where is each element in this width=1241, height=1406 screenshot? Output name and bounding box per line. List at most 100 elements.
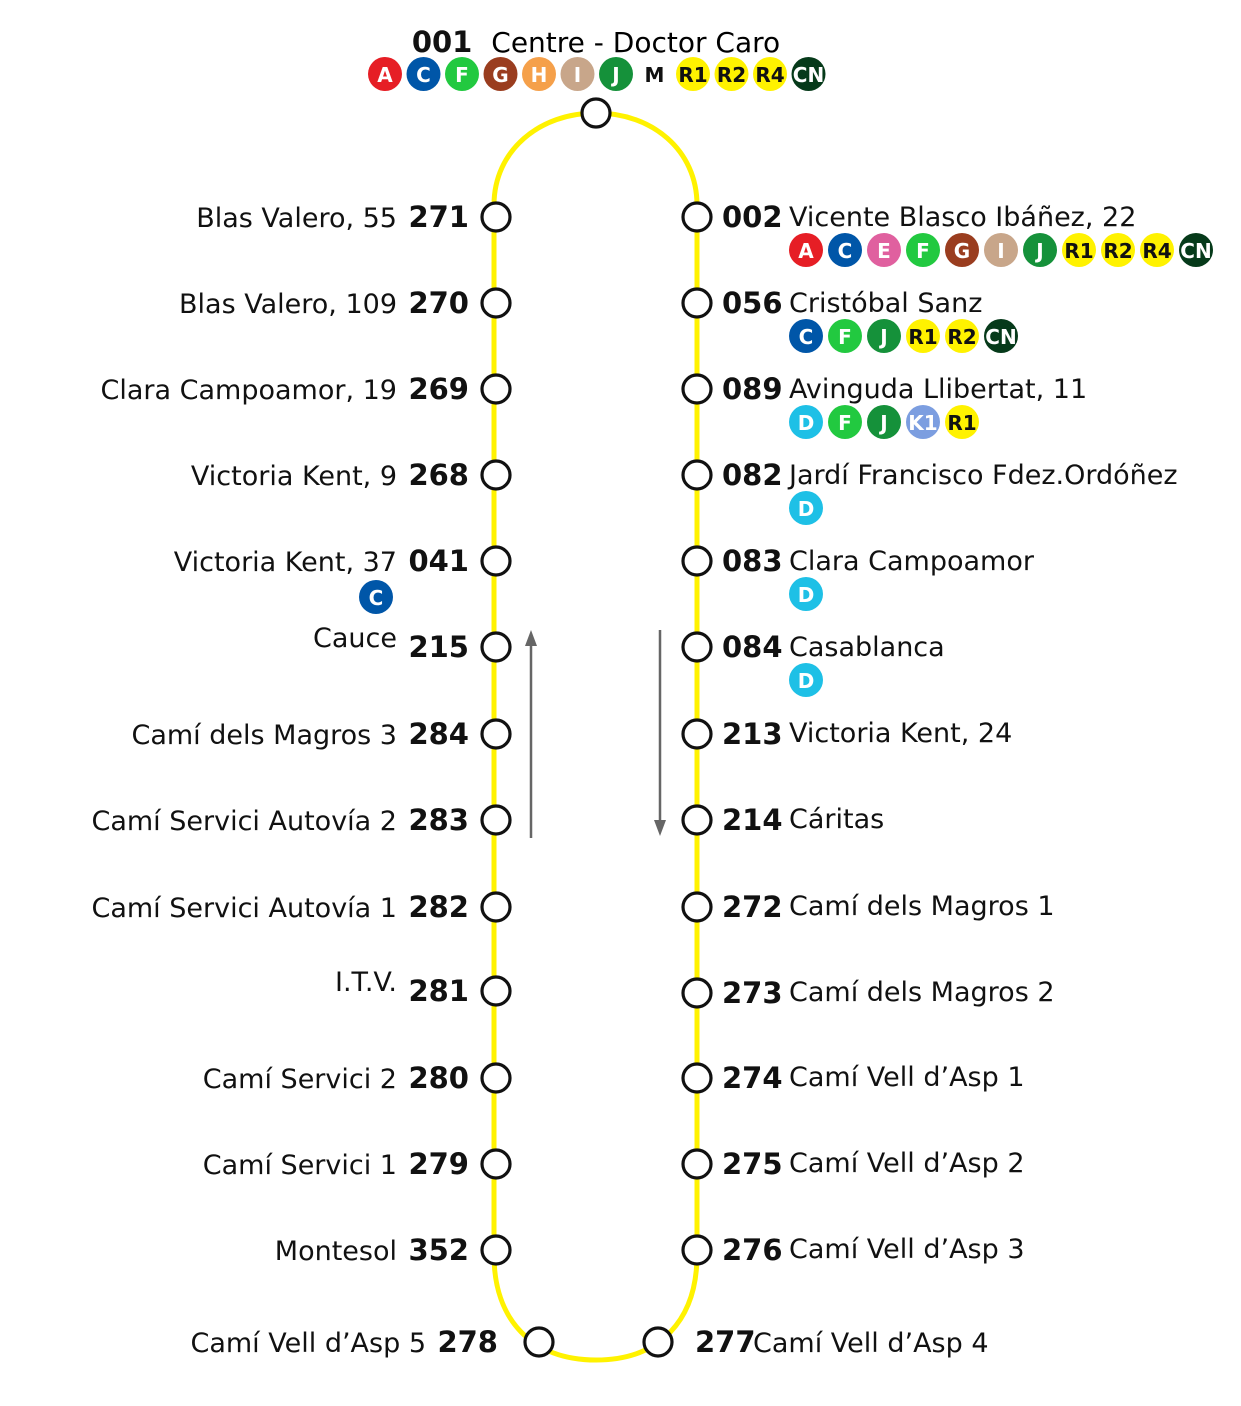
stop-circle[interactable] — [480, 891, 512, 923]
line-badge-r2[interactable]: R2 — [945, 319, 979, 353]
stop-circle[interactable] — [681, 287, 713, 319]
line-badge-j[interactable]: J — [867, 319, 901, 353]
line-badge-r4[interactable]: R4 — [753, 57, 787, 91]
line-badge-f[interactable]: F — [445, 57, 479, 91]
line-badge-g[interactable]: G — [945, 233, 979, 267]
stop-circle[interactable] — [681, 1062, 713, 1094]
stop-circle[interactable] — [480, 1234, 512, 1266]
line-badge-circle — [945, 319, 979, 353]
stop-circle[interactable] — [681, 977, 713, 1009]
line-badge-cn[interactable]: CN — [1179, 233, 1213, 267]
line-badge-k1[interactable]: K1 — [906, 405, 940, 439]
line-badge-cn[interactable]: CN — [791, 57, 826, 91]
line-badge-e[interactable]: E — [867, 233, 901, 267]
line-badge-j[interactable]: J — [599, 57, 633, 91]
line-badge-r1[interactable]: R1 — [906, 319, 940, 353]
line-badge-f[interactable]: F — [828, 405, 862, 439]
line-badge-d[interactable]: D — [789, 577, 823, 611]
line-badge-i[interactable]: I — [560, 57, 595, 91]
stop-circle[interactable] — [480, 373, 512, 405]
stop-circle[interactable] — [681, 459, 713, 491]
stop-circle[interactable] — [480, 804, 512, 836]
line-badge-j[interactable]: J — [1023, 233, 1057, 267]
line-badge-r4[interactable]: R4 — [1140, 233, 1174, 267]
stop-circle[interactable] — [681, 545, 713, 577]
stop-circle[interactable] — [681, 201, 713, 233]
line-badge-c[interactable]: C — [359, 580, 393, 614]
line-badge-r1[interactable]: R1 — [676, 57, 710, 91]
stop-circle[interactable] — [681, 1234, 713, 1266]
line-badge-label: R1 — [678, 63, 707, 87]
stop-circle[interactable] — [480, 718, 512, 750]
line-badge-g[interactable]: G — [483, 57, 518, 91]
stop-name: Camí Vell d’Asp 2 — [789, 1148, 1025, 1179]
line-badge-h[interactable]: H — [522, 57, 556, 91]
line-badge-cn[interactable]: CN — [984, 319, 1018, 353]
stop-circle[interactable] — [681, 1148, 713, 1180]
stop-circle[interactable] — [480, 1148, 512, 1180]
stop-name: Casablanca — [789, 632, 945, 663]
line-badge-f[interactable]: F — [906, 233, 940, 267]
stop-circle[interactable] — [480, 1062, 512, 1094]
stop-circle[interactable] — [523, 1326, 555, 1358]
line-badge-d[interactable]: D — [789, 405, 823, 439]
stop-circle[interactable] — [681, 804, 713, 836]
line-badge-d[interactable]: D — [789, 663, 823, 697]
stop-circle[interactable] — [580, 97, 612, 129]
line-badge-c[interactable]: C — [406, 57, 441, 91]
line-badge-f[interactable]: F — [828, 319, 862, 353]
stop-circle[interactable] — [642, 1326, 674, 1358]
line-badge-r2[interactable]: R2 — [1101, 233, 1135, 267]
stop-circle[interactable] — [480, 459, 512, 491]
stop-circle[interactable] — [681, 631, 713, 663]
line-badge-a[interactable]: A — [368, 57, 402, 91]
stop-circle[interactable] — [480, 201, 512, 233]
stop-circle[interactable] — [480, 287, 512, 319]
line-badge-c[interactable]: C — [828, 233, 862, 267]
line-badge-r1[interactable]: R1 — [1062, 233, 1096, 267]
line-badge-j[interactable]: J — [867, 405, 901, 439]
line-badge-c[interactable]: C — [789, 319, 823, 353]
line-badge-i[interactable]: I — [984, 233, 1018, 267]
stop-circle[interactable] — [480, 975, 512, 1007]
stop-circle[interactable] — [681, 718, 713, 750]
line-badge-d[interactable]: D — [789, 491, 823, 525]
line-badge-m[interactable]: M — [637, 57, 672, 91]
stop-circle[interactable] — [480, 631, 512, 663]
stop-circle[interactable] — [681, 891, 713, 923]
stop-circle[interactable] — [480, 545, 512, 577]
line-badge-r2[interactable]: R2 — [714, 57, 749, 91]
line-badge-r1[interactable]: R1 — [945, 405, 979, 439]
stop-circle[interactable] — [681, 373, 713, 405]
line-badge-a[interactable]: A — [789, 233, 823, 267]
